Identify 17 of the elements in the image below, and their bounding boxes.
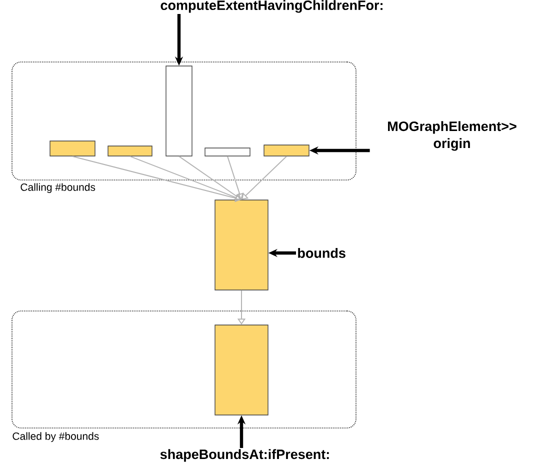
method-label: MOGraphElement>> origin — [388, 121, 516, 151]
bar-rectangle — [166, 66, 192, 156]
bar-rectangle — [108, 146, 152, 156]
group-frame — [12, 310, 356, 428]
method-label: shapeBoundsAt:ifPresent: — [160, 449, 329, 462]
bar-rectangle — [204, 148, 250, 156]
group-label: Called by #bounds — [12, 432, 99, 442]
group-label: Calling #bounds — [20, 183, 96, 193]
bar-rectangle — [264, 144, 310, 156]
bar-rectangle — [50, 140, 96, 156]
bar-rectangle — [214, 200, 268, 290]
arrow — [130, 156, 242, 202]
arrow — [178, 156, 242, 200]
bar-rectangle — [214, 324, 268, 416]
method-label: computeExtentHavingChildrenFor: — [160, 0, 382, 13]
method-label: bounds — [298, 248, 346, 258]
group-frame — [12, 62, 356, 180]
